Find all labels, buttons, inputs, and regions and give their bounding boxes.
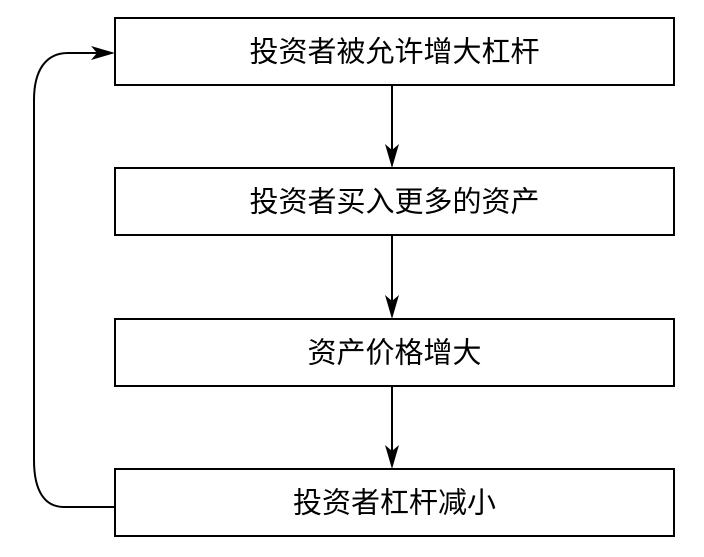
edge-3-to-4	[385, 386, 399, 469]
edge-4-to-1-loop	[33, 46, 115, 508]
node-1-box	[114, 17, 675, 86]
edge-2-to-3-arrowhead	[385, 295, 399, 319]
edge-1-to-2-arrowhead	[385, 144, 399, 168]
node-2-label: 投资者买入更多的资产	[249, 185, 539, 219]
edge-2-to-3	[385, 235, 399, 319]
edge-4-to-1-arrowhead	[91, 46, 115, 60]
node-4-box	[114, 468, 675, 537]
node-3-box	[114, 318, 675, 387]
node-3: 资产价格增大	[114, 318, 675, 387]
node-2-box	[114, 167, 675, 236]
edge-4-to-1-curve	[33, 52, 115, 508]
node-3-label: 资产价格增大	[307, 336, 481, 370]
node-2: 投资者买入更多的资产	[114, 167, 675, 236]
node-4: 投资者杠杆减小	[114, 468, 675, 537]
node-4-label: 投资者杠杆减小	[293, 486, 496, 520]
node-1: 投资者被允许增大杠杆	[114, 17, 675, 86]
edge-1-to-2	[385, 85, 399, 168]
node-1-label: 投资者被允许增大杠杆	[249, 35, 539, 69]
edge-3-to-4-arrowhead	[385, 445, 399, 469]
